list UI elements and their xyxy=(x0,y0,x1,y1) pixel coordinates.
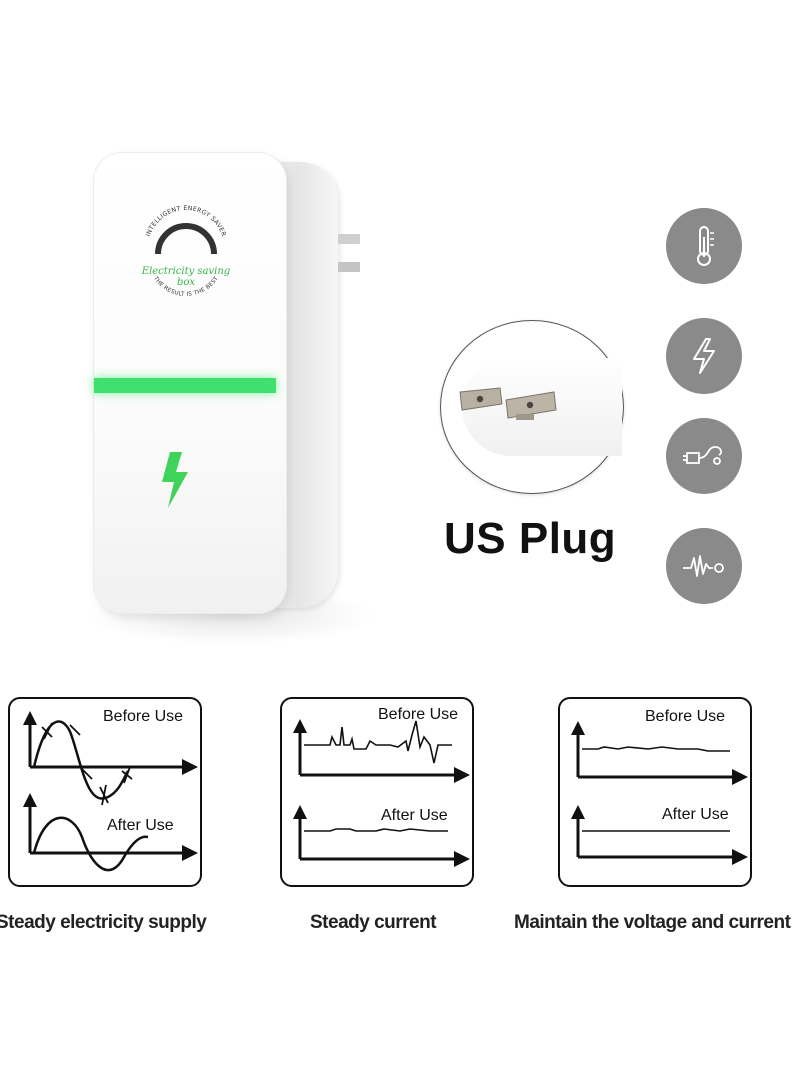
before-use-label: Before Use xyxy=(103,708,184,725)
logo-center-text: Electricity saving box xyxy=(141,266,231,288)
led-strip xyxy=(94,378,276,393)
after-use-label: After Use xyxy=(662,806,729,823)
before-use-label: Before Use xyxy=(645,708,726,725)
before-use-label: Before Use xyxy=(378,706,459,723)
plug-label: US Plug xyxy=(444,514,617,563)
caption-maintain-voltage: Maintain the voltage and current xyxy=(514,912,791,933)
supply-wave-graph xyxy=(23,711,198,872)
comparison-panel-voltage xyxy=(558,697,752,887)
after-use-label: After Use xyxy=(381,807,448,824)
plug-cable-icon xyxy=(666,418,742,494)
device-prong xyxy=(338,262,360,272)
current-wave-graph xyxy=(293,719,470,867)
caption-steady-supply: Steady electricity supply xyxy=(0,912,207,933)
caption-steady-current: Steady current xyxy=(310,912,437,933)
thermometer-icon xyxy=(666,208,742,284)
device-logo: INTELLIGENT ENERGY SAVER THE RESULT IS T… xyxy=(145,205,227,298)
plug-prongs xyxy=(459,387,557,420)
logo-arc-top-text: INTELLIGENT ENERGY SAVER xyxy=(145,205,227,238)
comparison-panel-current xyxy=(280,697,474,887)
device-prong xyxy=(338,234,360,244)
svg-text:INTELLIGENT ENERGY SAVER: INTELLIGENT ENERGY SAVER xyxy=(145,205,227,238)
voltage-wave-graph xyxy=(571,721,748,865)
waveform-icon xyxy=(666,528,742,604)
lightning-icon xyxy=(666,318,742,394)
after-use-label: After Use xyxy=(107,817,174,834)
lightning-bolt-icon xyxy=(162,452,188,508)
